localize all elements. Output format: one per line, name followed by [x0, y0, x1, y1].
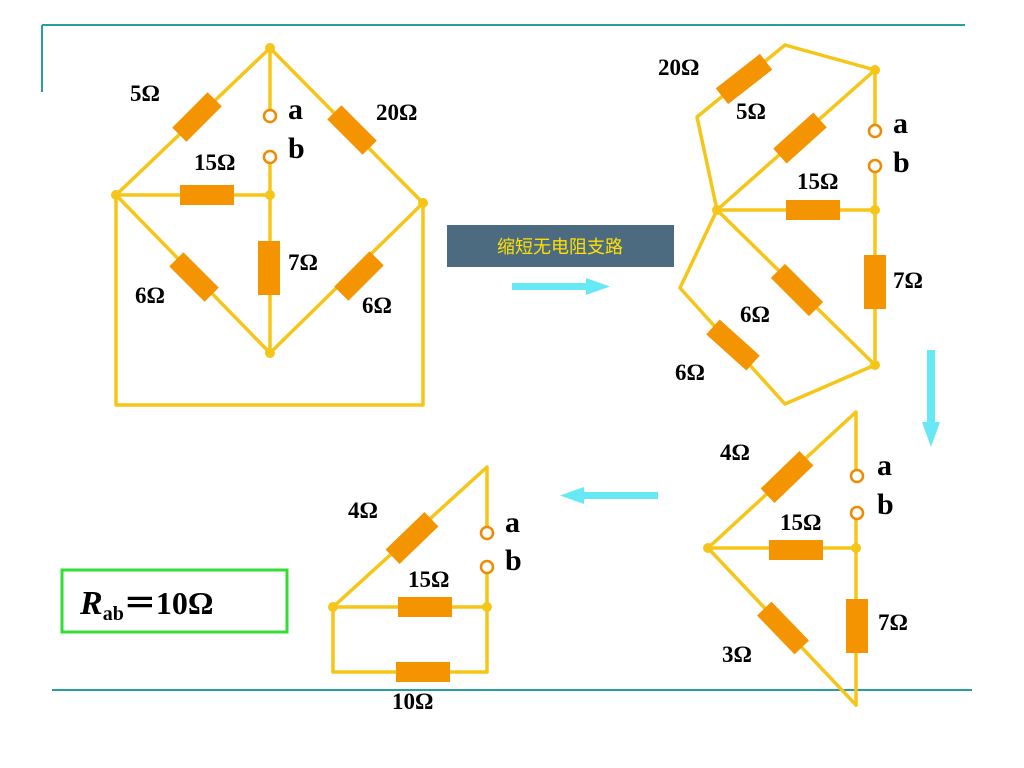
resistor-5 — [773, 112, 827, 164]
label-4: 4Ω — [348, 498, 378, 523]
caption-box: 缩短无电阻支路 — [447, 225, 674, 267]
result-value: ＝10Ω — [124, 585, 214, 621]
label-5: 5Ω — [736, 99, 766, 124]
resistor-15 — [769, 540, 823, 560]
terminal-a — [479, 525, 495, 541]
resistor-5 — [172, 92, 222, 142]
arrow-left — [560, 487, 658, 504]
resistor-7 — [864, 255, 886, 309]
resistor-15 — [398, 597, 452, 617]
terminal-label-a: a — [288, 93, 303, 126]
terminal-b — [867, 158, 883, 174]
label-6-inner: 6Ω — [740, 302, 770, 327]
terminal-label-b: b — [288, 132, 305, 165]
resistor-20 — [715, 53, 773, 105]
terminal-b — [479, 559, 495, 575]
label-7: 7Ω — [893, 268, 923, 293]
label-6-outer: 6Ω — [675, 360, 705, 385]
terminal-label-a: a — [505, 506, 520, 539]
label-15: 15Ω — [194, 150, 235, 175]
label-15: 15Ω — [780, 510, 821, 535]
label-20: 20Ω — [376, 100, 417, 125]
label-7: 7Ω — [878, 610, 908, 635]
label-7: 7Ω — [288, 250, 318, 275]
resistor-7 — [258, 241, 280, 295]
resistor-15 — [180, 185, 234, 205]
terminal-a — [262, 108, 278, 124]
resistor-6-inner — [770, 263, 824, 317]
svg-text:Rab＝10Ω: Rab＝10Ω — [79, 585, 213, 625]
label-15: 15Ω — [408, 567, 449, 592]
label-6-left: 6Ω — [135, 283, 165, 308]
circuit-step3: 4Ω 15Ω 7Ω 3Ω a b — [703, 410, 908, 707]
resistor-10 — [396, 662, 450, 682]
label-3: 3Ω — [722, 642, 752, 667]
caption-text: 缩短无电阻支路 — [497, 237, 623, 258]
resistor-3 — [757, 601, 809, 655]
circuit-original: 5Ω 20Ω 15Ω 7Ω 6Ω 6Ω a b — [111, 43, 428, 407]
resistor-20 — [327, 105, 377, 155]
result-symbol: R — [79, 585, 103, 622]
terminal-b — [262, 149, 278, 165]
terminal-a — [849, 468, 865, 484]
resistor-4 — [760, 451, 814, 503]
resistor-7 — [846, 599, 868, 653]
terminal-label-a: a — [893, 107, 908, 140]
label-10: 10Ω — [392, 689, 433, 714]
arrow-down — [922, 350, 940, 447]
resistor-4 — [385, 512, 439, 564]
terminal-label-a: a — [877, 449, 892, 482]
resistor-15 — [786, 200, 840, 220]
result-box: Rab＝10Ω — [60, 568, 289, 634]
terminal-label-b: b — [505, 544, 522, 577]
label-5: 5Ω — [130, 81, 160, 106]
resistor-6-right — [334, 251, 384, 301]
label-4: 4Ω — [720, 440, 750, 465]
resistor-6-outer — [706, 319, 760, 371]
label-20: 20Ω — [658, 55, 699, 80]
result-subscript: ab — [103, 603, 124, 625]
label-15: 15Ω — [797, 169, 838, 194]
circuit-final: 4Ω 15Ω 10Ω a b — [328, 465, 522, 714]
resistor-6-left — [169, 252, 219, 302]
arrow-right — [512, 278, 610, 295]
slide-frame — [41, 24, 972, 691]
terminal-b — [849, 505, 865, 521]
label-6-right: 6Ω — [362, 293, 392, 318]
terminal-label-b: b — [877, 488, 894, 521]
terminal-label-b: b — [893, 146, 910, 179]
terminal-a — [867, 123, 883, 139]
circuit-shorted: 20Ω 5Ω 15Ω 7Ω 6Ω 6Ω a b — [658, 43, 923, 406]
